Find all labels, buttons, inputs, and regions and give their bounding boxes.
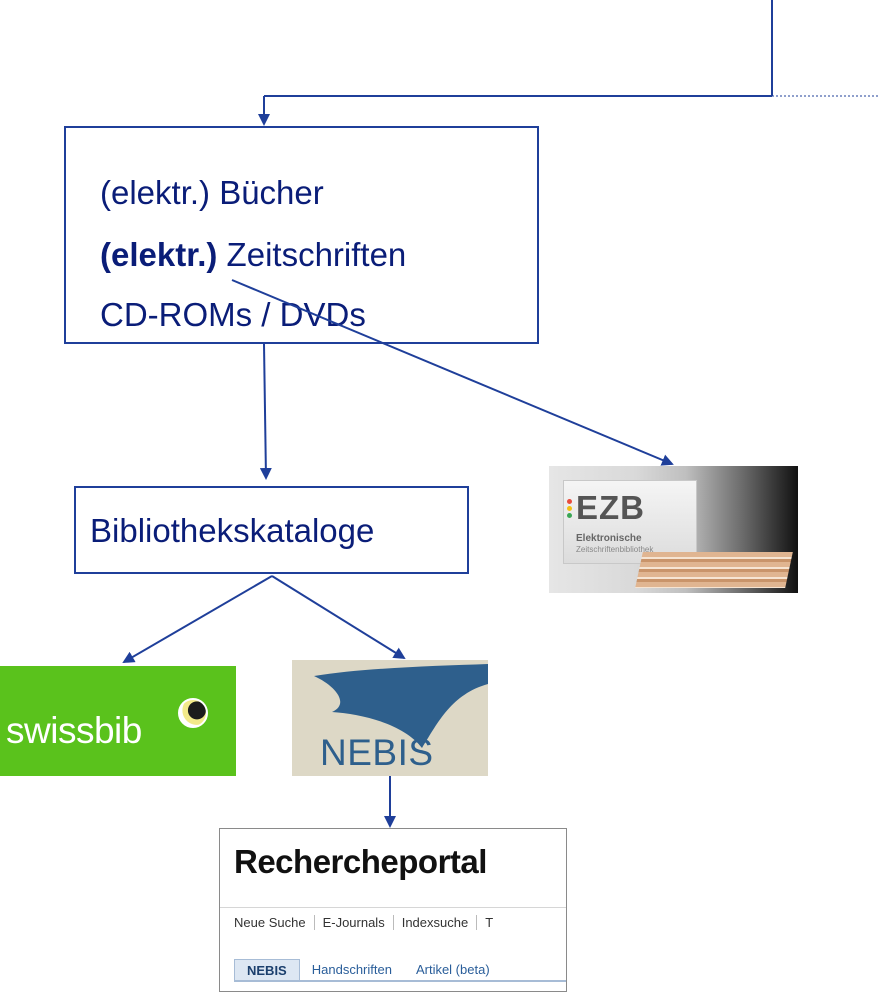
media-line-cdroms: CD-ROMs / DVDs bbox=[100, 296, 366, 333]
portal-title: Rechercheportal bbox=[234, 843, 487, 880]
nebis-swoosh-icon bbox=[314, 664, 488, 748]
media-line-books: (elektr.) Bücher bbox=[100, 174, 324, 211]
ezb-dot-red bbox=[567, 499, 572, 504]
arrow-to-catalog bbox=[259, 343, 272, 480]
rechercheportal-screenshot[interactable]: Rechercheportal Neue Suche E-Journals In… bbox=[219, 828, 567, 992]
portal-nav: Neue Suche E-Journals Indexsuche T bbox=[234, 915, 501, 930]
swissbib-wordmark: swissbib bbox=[6, 710, 142, 751]
tab-handschriften[interactable]: Handschriften bbox=[311, 962, 392, 977]
books-stack-icon bbox=[635, 552, 793, 588]
ezb-dot-yellow bbox=[567, 506, 572, 511]
ezb-screen: EZB Elektronische Zeitschriftenbibliothe… bbox=[563, 480, 697, 564]
nebis-logo[interactable]: NEBIS bbox=[292, 660, 488, 776]
media-line-journals: (elektr.) Zeitschriften bbox=[100, 236, 406, 274]
portal-divider bbox=[220, 907, 566, 908]
media-types-box: (elektr.) Bücher (elektr.) Zeitschriften… bbox=[64, 126, 539, 344]
ezb-subtitle-1: Elektronische bbox=[576, 533, 642, 544]
library-catalogs-box: Bibliothekskataloge bbox=[74, 486, 469, 574]
ezb-mark: EZB bbox=[576, 489, 645, 526]
ezb-logo[interactable]: EZB Elektronische Zeitschriftenbibliothe… bbox=[549, 466, 798, 593]
portal-tab-underline bbox=[234, 980, 566, 982]
swissbib-logo[interactable]: swissbib bbox=[0, 666, 236, 776]
nav-indexsuche[interactable]: Indexsuche bbox=[392, 915, 477, 930]
catalog-label: Bibliothekskataloge bbox=[90, 512, 375, 549]
tab-artikel[interactable]: Artikel (beta) bbox=[415, 962, 490, 977]
ezb-subtitle-2: Zeitschriftenbibliothek bbox=[576, 545, 654, 554]
nav-e-journals[interactable]: E-Journals bbox=[313, 915, 393, 930]
journals-bold-prefix: (elektr.) bbox=[100, 236, 218, 273]
tab-nebis[interactable]: NEBIS bbox=[234, 959, 300, 982]
arrow-to-nebis bbox=[271, 575, 406, 660]
nav-neue-suche[interactable]: Neue Suche bbox=[234, 915, 306, 930]
arrow-to-swissbib bbox=[122, 575, 273, 664]
portal-tabs: NEBIS Handschriften Artikel (beta) bbox=[234, 959, 502, 982]
nebis-wordmark: NEBIS bbox=[320, 732, 434, 773]
ezb-dot-green bbox=[567, 513, 572, 518]
nav-truncated[interactable]: T bbox=[476, 915, 501, 930]
swissbib-circle-icon bbox=[178, 698, 208, 728]
journals-rest: Zeitschriften bbox=[217, 236, 407, 273]
